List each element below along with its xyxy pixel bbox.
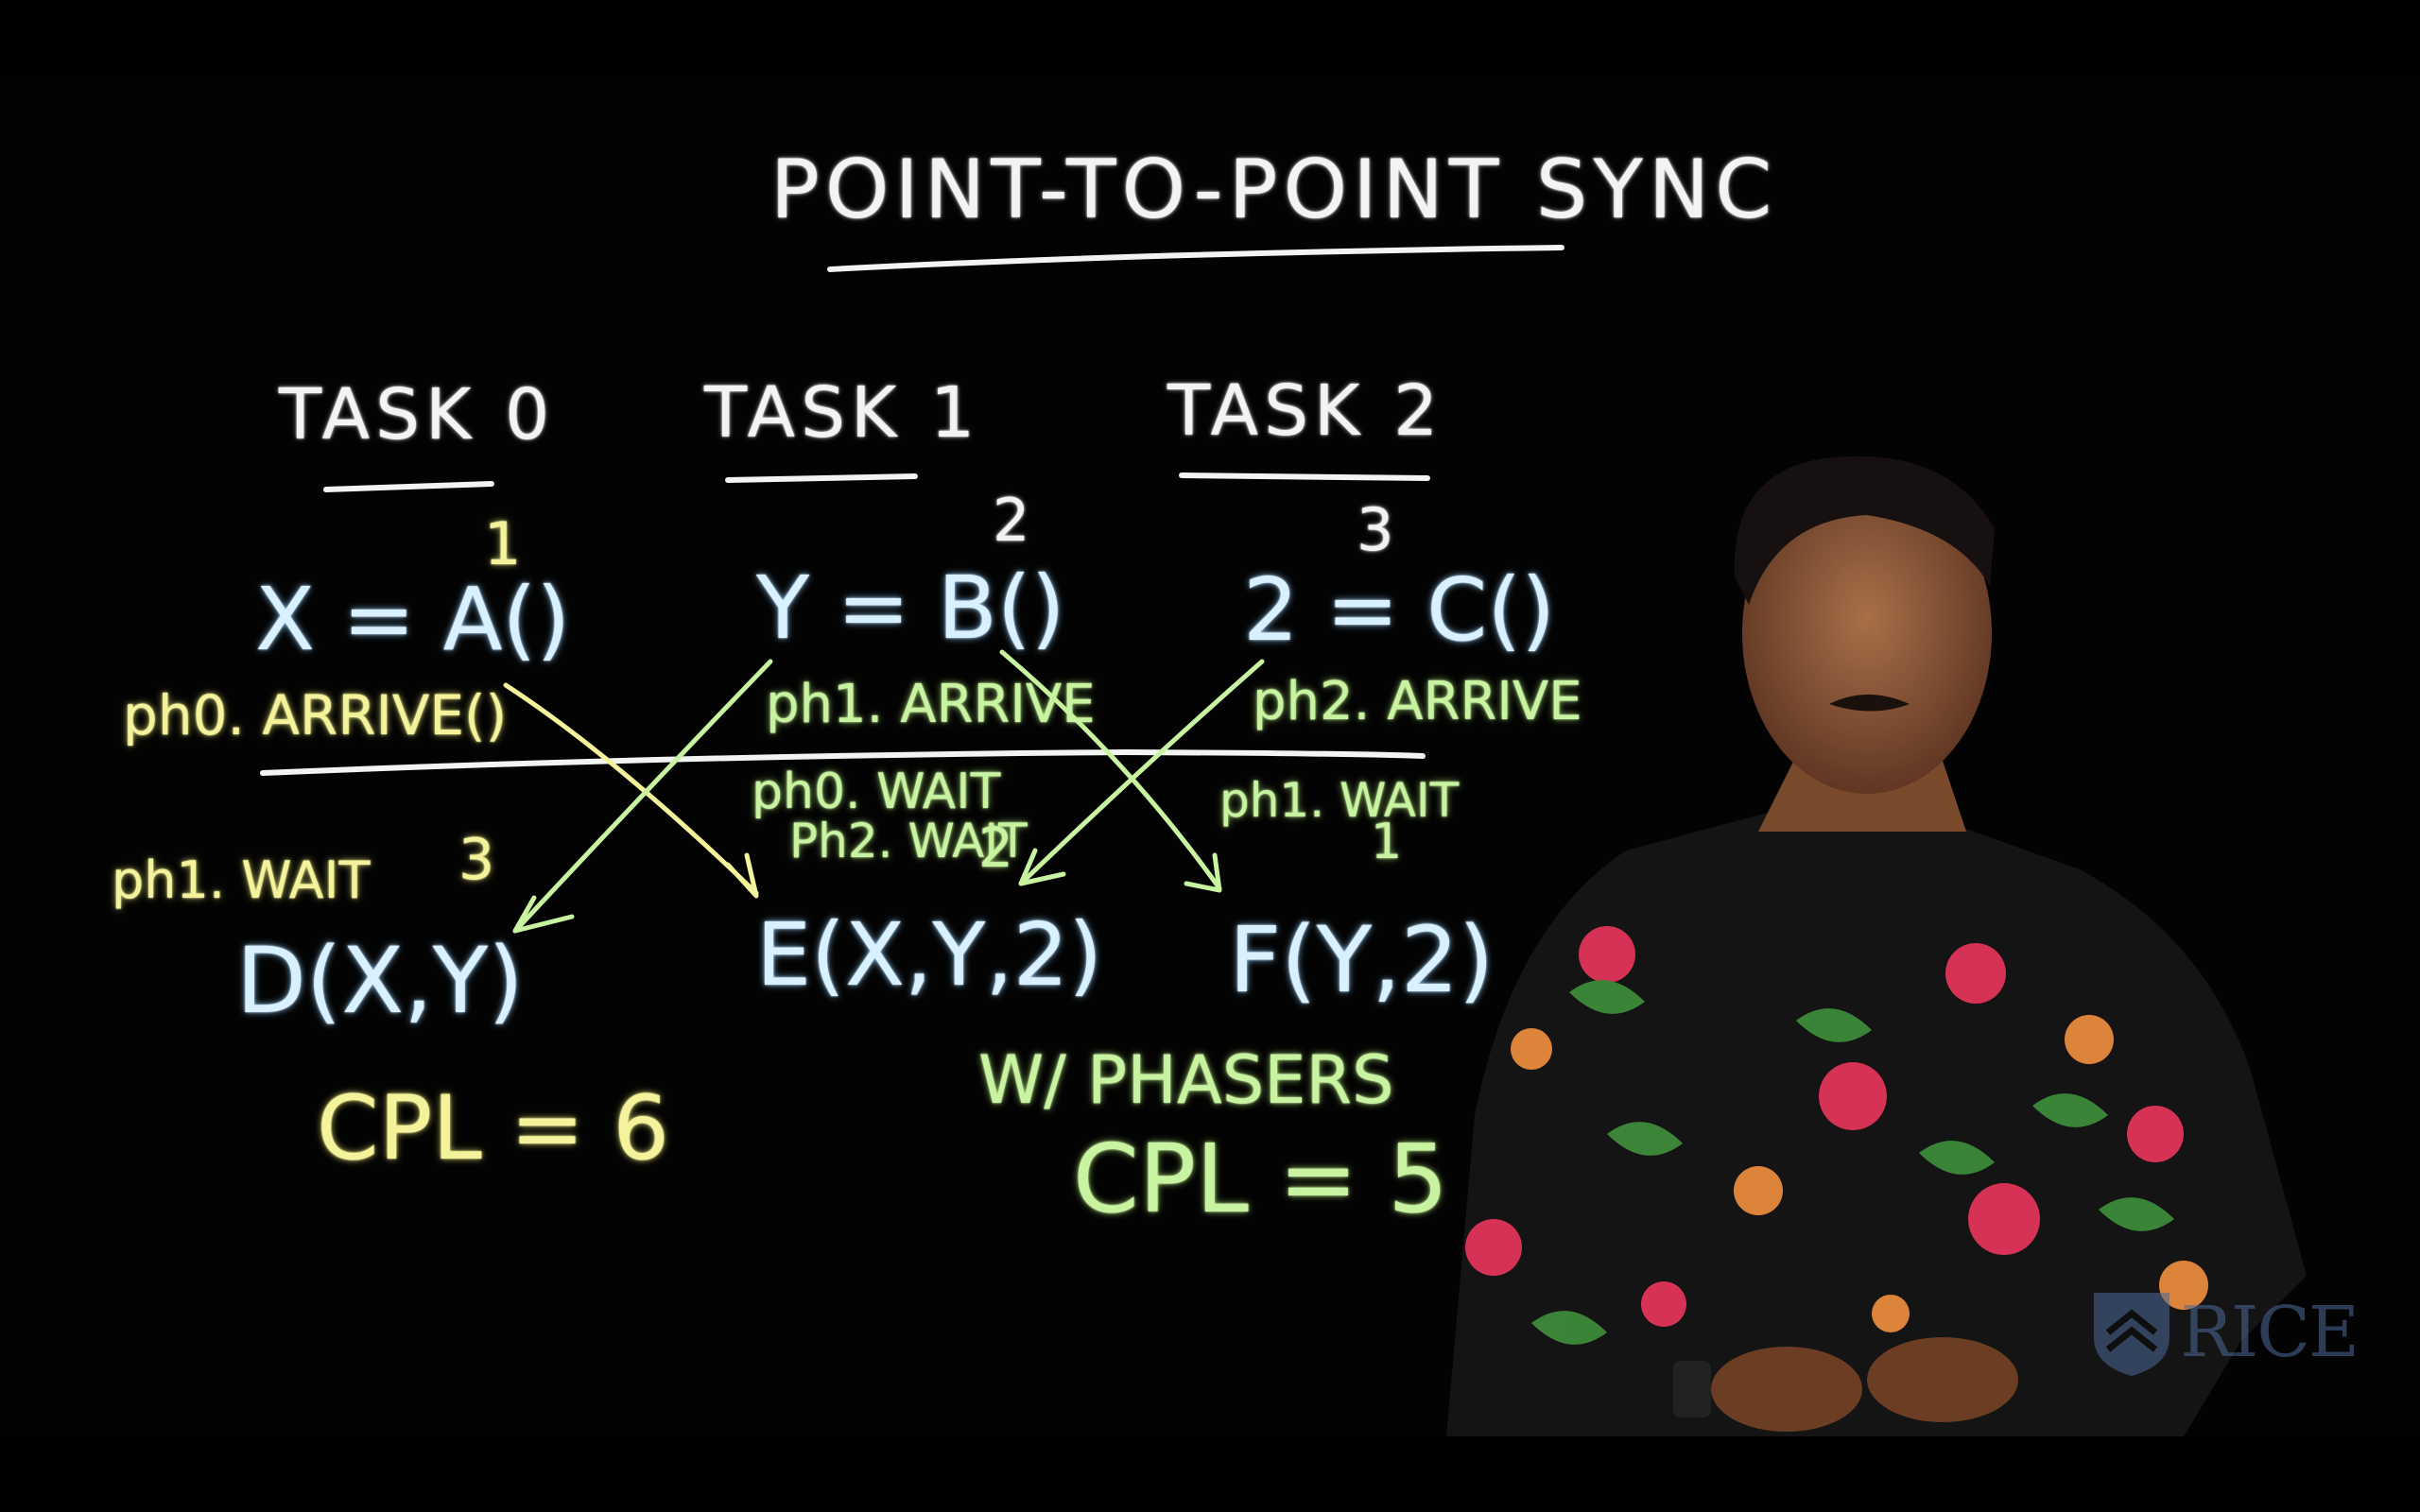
task0-arrive: ph0. ARRIVE() (123, 683, 508, 747)
shield-icon (2094, 1293, 2170, 1376)
phasers-label: W/ PHASERS (978, 1041, 1394, 1119)
logo-text: RICE (2180, 1292, 2360, 1373)
arrow-b-to-d (512, 659, 773, 934)
cpl-left: CPL = 6 (317, 1077, 670, 1180)
task1-result: E(X,Y,2) (756, 904, 1103, 1005)
arrow-b-to-f (999, 649, 1222, 891)
task2-wait: ph1. WAIT (1219, 773, 1460, 828)
task1-order-bottom: 2 (978, 816, 1013, 880)
arrow-a-to-e (503, 682, 759, 896)
task0-statement: X = A() (255, 569, 571, 670)
task0-order-top: 1 (484, 509, 522, 578)
task2-arrive: ph2. ARRIVE (1253, 671, 1582, 732)
task0-wait: ph1. WAIT (112, 850, 371, 910)
task1-wait2: Ph2. WAIT (789, 814, 1028, 868)
task1-underline (725, 473, 918, 483)
task1-wait: ph0. WAIT (752, 764, 1001, 820)
task0-header: TASK 0 (279, 374, 556, 455)
arrow-c-to-e (1018, 659, 1265, 886)
task2-result: F(Y,2) (1229, 907, 1495, 1013)
task1-header: TASK 1 (704, 372, 981, 454)
task0-underline (323, 481, 494, 492)
task2-order-top: 3 (1357, 495, 1394, 564)
task1-order-top: 2 (993, 486, 1030, 555)
task0-order-bottom: 3 (458, 827, 495, 893)
task2-statement: 2 = C() (1243, 559, 1556, 661)
task2-underline (1179, 472, 1430, 481)
rice-logo: RICE (2089, 1285, 2360, 1380)
task0-result: D(X,Y) (236, 928, 524, 1034)
task2-order-bottom: 1 (1371, 814, 1403, 870)
task2-header: TASK 2 (1167, 370, 1444, 452)
board-title: POINT-TO-POINT SYNC (770, 143, 1778, 237)
cpl-right: CPL = 5 (1073, 1124, 1448, 1234)
task1-statement: Y = B() (756, 558, 1065, 659)
task1-arrive: ph1. ARRIVE (766, 674, 1096, 735)
arrive-line (260, 749, 1426, 776)
title-underline (827, 245, 1564, 272)
